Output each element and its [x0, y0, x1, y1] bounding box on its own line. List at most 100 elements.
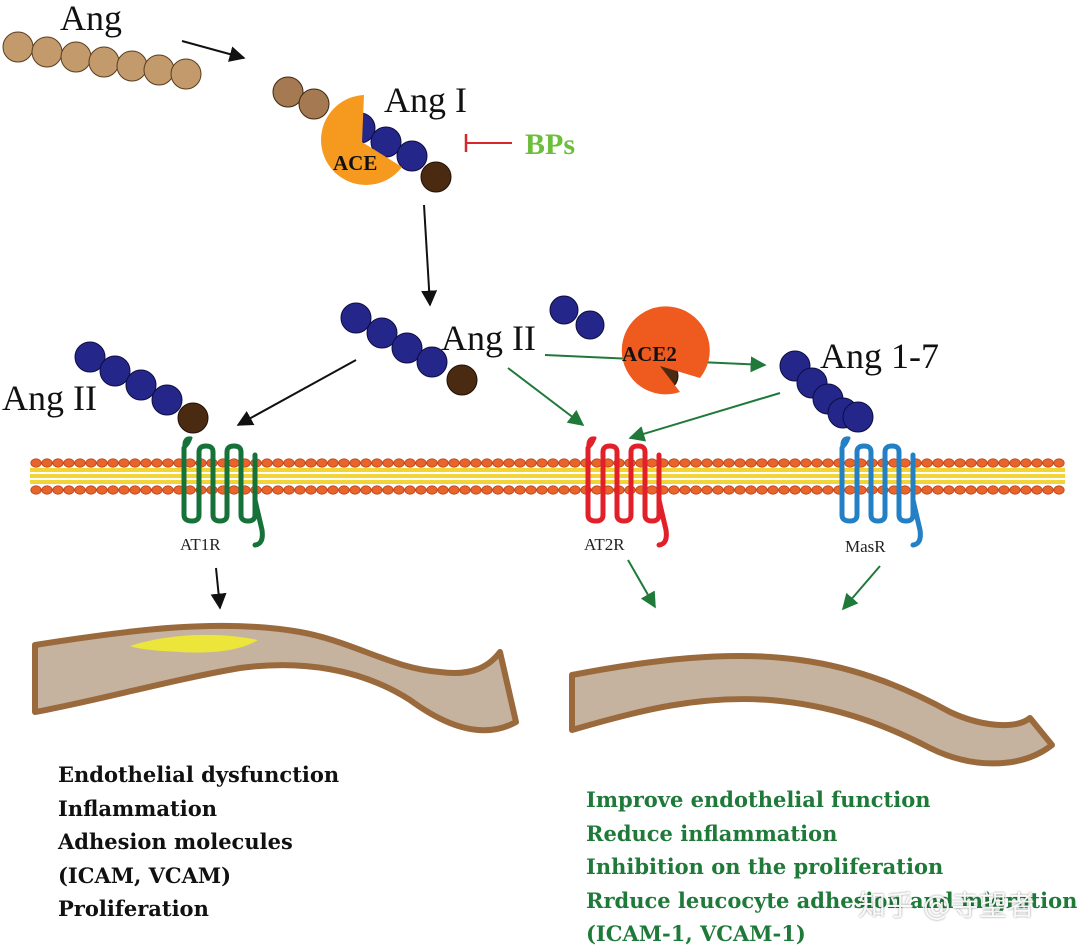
lipid-head: [844, 458, 856, 468]
lipid-head: [382, 458, 394, 468]
lipid-head: [228, 458, 240, 468]
ace2-enzyme-shape: [621, 306, 710, 395]
lipid-head: [283, 485, 295, 495]
lipid-head: [965, 485, 977, 495]
lipid-head: [646, 485, 658, 495]
lipid-head: [349, 485, 361, 495]
lipid-head: [701, 458, 713, 468]
lipid-head: [437, 458, 449, 468]
lipid-head: [734, 458, 746, 468]
lipid-head: [921, 485, 933, 495]
lipid-head: [921, 458, 933, 468]
lipid-head: [976, 458, 988, 468]
lipid-head: [800, 458, 812, 468]
lipid-head: [415, 458, 427, 468]
at1r-effect-item: Inflammation: [58, 795, 217, 821]
lipid-head: [327, 485, 339, 495]
lipid-head: [690, 485, 702, 495]
lipid-head: [1020, 458, 1032, 468]
protective-effect-item: (ICAM-1, VCAM-1): [586, 921, 806, 946]
lipid-head: [646, 458, 658, 468]
lipid-head: [536, 458, 548, 468]
lipid-head: [63, 458, 75, 468]
ace-enzyme-shape: [321, 95, 402, 185]
lipid-head: [1042, 485, 1054, 495]
lipid-head: [811, 458, 823, 468]
at2r-to-vessel-arrow: [627, 559, 656, 609]
lipid-head: [811, 485, 823, 495]
lipid-head: [283, 458, 295, 468]
ang-1-7-label: Ang 1-7: [820, 336, 939, 376]
lipid-head: [1031, 458, 1043, 468]
lipid-head: [30, 485, 42, 495]
lipid-head: [503, 458, 515, 468]
ang-i-to-ang-ii-arrow: [421, 204, 438, 307]
lipid-head: [85, 485, 97, 495]
lipid-head: [74, 458, 86, 468]
lipid-head: [118, 458, 130, 468]
lipid-head: [140, 485, 152, 495]
lipid-head: [1053, 485, 1065, 495]
ang-label: Ang: [60, 0, 122, 38]
lipid-head: [448, 485, 460, 495]
lipid-head: [426, 485, 438, 495]
lipid-head: [778, 458, 790, 468]
watermark: 知乎 @寺望者: [858, 889, 1035, 922]
bps-label: BPs: [525, 128, 575, 161]
lipid-head: [525, 458, 537, 468]
lipid-head: [547, 458, 559, 468]
lipid-head: [118, 485, 130, 495]
lipid-head: [316, 485, 328, 495]
lipid-head: [382, 485, 394, 495]
lipid-head: [426, 458, 438, 468]
lipid-head: [1053, 458, 1065, 468]
lipid-head: [558, 485, 570, 495]
lipid-head: [52, 485, 64, 495]
lipid-head: [41, 485, 53, 495]
lipid-head: [85, 458, 97, 468]
lipid-head: [932, 458, 944, 468]
lipid-head: [756, 485, 768, 495]
ang-ii-to-at2r-arrow: [507, 367, 585, 426]
lipid-head: [1031, 485, 1043, 495]
lipid-head: [316, 458, 328, 468]
angiotensinogen-chain: [2, 31, 202, 90]
at1r-effect-item: (ICAM, VCAM): [58, 862, 232, 888]
lipid-head: [536, 485, 548, 495]
lipid-head: [756, 458, 768, 468]
lipid-head: [965, 458, 977, 468]
lipid-head: [327, 458, 339, 468]
lipid-head: [1020, 485, 1032, 495]
lipid-head: [723, 485, 735, 495]
masr-to-vessel-arrow: [841, 565, 881, 611]
lipid-head: [778, 485, 790, 495]
lipid-head: [668, 458, 680, 468]
lipid-head: [338, 458, 350, 468]
lipid-head: [668, 485, 680, 495]
lipid-head: [294, 485, 306, 495]
lipid-head: [932, 485, 944, 495]
lipid-head: [712, 458, 724, 468]
lipid-head: [261, 485, 273, 495]
lipid-head: [481, 458, 493, 468]
lipid-head: [74, 485, 86, 495]
lipid-head: [503, 485, 515, 495]
lipid-head: [30, 458, 42, 468]
lipid-head: [228, 485, 240, 495]
lipid-head: [371, 485, 383, 495]
lipid-head: [712, 485, 724, 495]
lipid-head: [96, 458, 108, 468]
at2r-label: AT2R: [584, 535, 625, 554]
lipid-head: [360, 485, 372, 495]
lipid-head: [734, 485, 746, 495]
lipid-head: [954, 458, 966, 468]
ang-1-7-peptide: [779, 350, 874, 433]
ang-i-label: Ang I: [384, 80, 467, 120]
ace-label: ACE: [333, 151, 377, 175]
lipid-head: [745, 485, 757, 495]
lipid-head: [1009, 485, 1021, 495]
healthy-vessel: [569, 653, 1055, 767]
at1r-receptor: [181, 436, 265, 548]
